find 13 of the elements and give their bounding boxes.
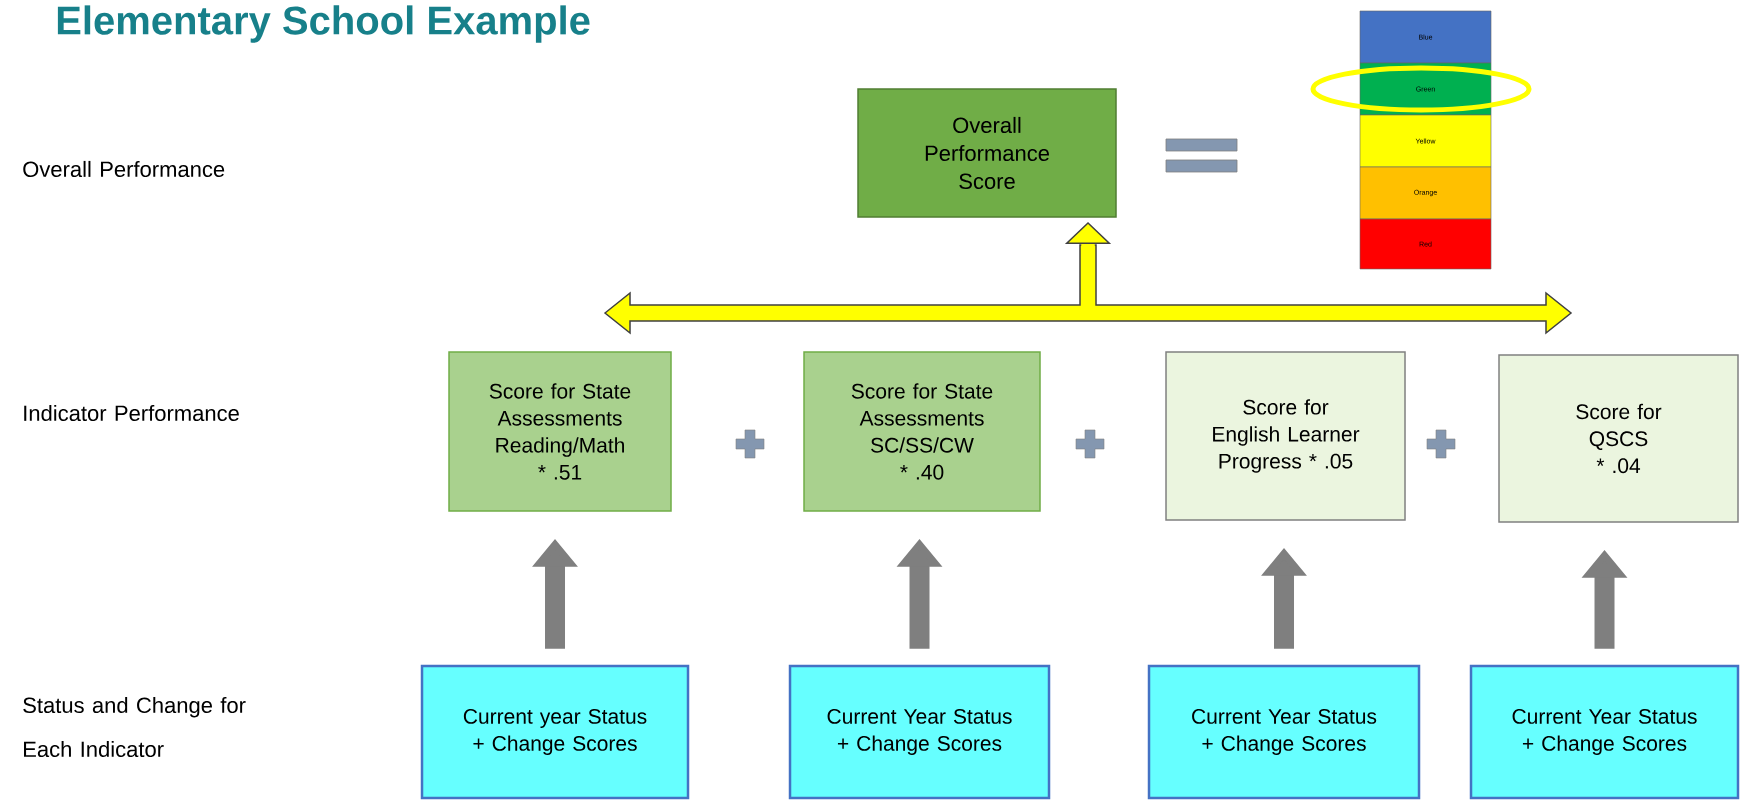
row-label: Status and Change for Each Indicator [23, 696, 246, 758]
status-change-box: Current Year Status + Change Scores [1469, 664, 1740, 800]
row-label: Overall Performance [23, 160, 225, 178]
indicator-score-box: Score for State Assessments Reading/Math * .51 [448, 351, 672, 512]
indicator-score-box: Score for QSCS * .04 [1498, 354, 1739, 523]
status-change-box: Current Year Status + Change Scores [1147, 664, 1421, 800]
status-change-box: Current Year Status + Change Scores [788, 664, 1051, 800]
overall-score-box: Overall Performance Score [857, 88, 1117, 218]
row-label: Indicator Performance [24, 404, 239, 422]
indicator-score-box: Score for State Assessments SC/SS/CW * .40 [803, 351, 1041, 512]
title: Elementary School Example [57, 5, 590, 43]
indicator-score-box: Score for English Learner Progress * .05 [1165, 351, 1406, 521]
status-change-box: Current year Status + Change Scores [420, 664, 690, 800]
